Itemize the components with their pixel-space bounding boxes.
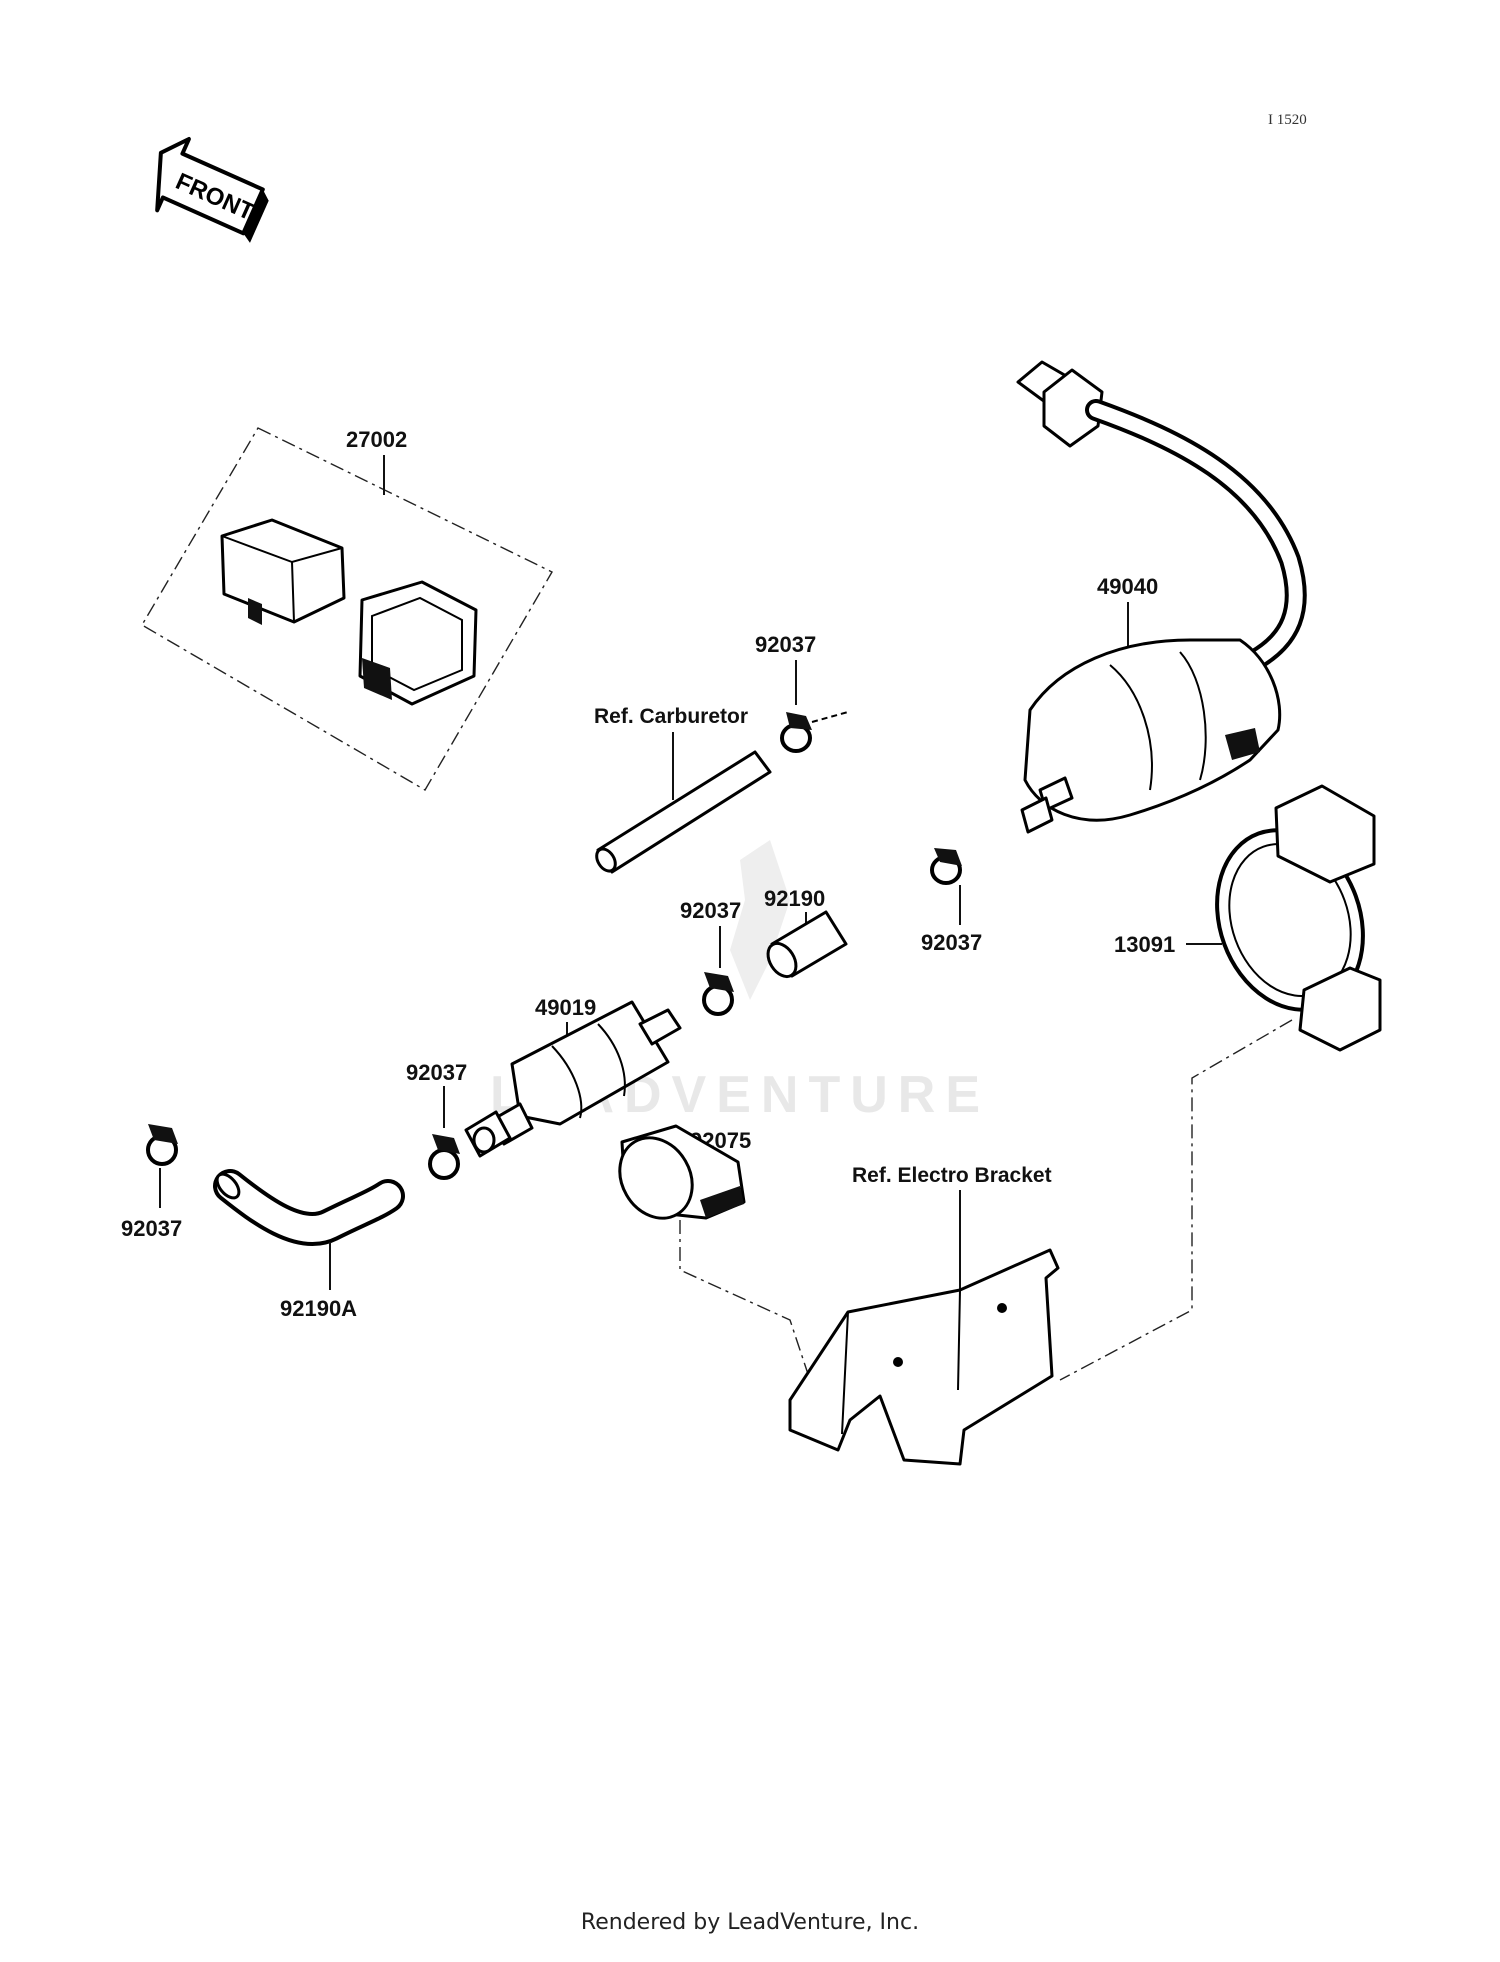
fuel-hose-92190A: 92190A [213, 1169, 405, 1321]
callout-92037-left: 92037 [121, 1216, 182, 1241]
relay-assembly-27002: 27002 [141, 427, 553, 791]
pump-bracket-13091: 13091 [1059, 784, 1382, 1381]
electro-bracket-ref: Ref. Electro Bracket [788, 1164, 1060, 1466]
fuel-filter-49019: 49019 [464, 995, 682, 1158]
front-arrow-icon: FRONT [155, 137, 269, 243]
callout-92037-right: 92037 [921, 930, 982, 955]
callout-92037-mid: 92037 [680, 898, 741, 923]
callout-92037-top: 92037 [755, 632, 816, 657]
footer-credit: Rendered by LeadVenture, Inc. [580, 1910, 920, 1935]
hose-clamp-92037-mid: 92037 [680, 898, 741, 1016]
filter-damper-92075: 92075 [618, 1124, 811, 1381]
hose-clamp-92037-top: 92037 [755, 632, 849, 753]
fuel-hose-92190: 92190 [764, 886, 848, 979]
fuel-pump-49040: 49040 [1016, 360, 1307, 834]
ref-electro-bracket-label: Ref. Electro Bracket [852, 1164, 1052, 1187]
callout-49019: 49019 [535, 995, 596, 1020]
diagram-id: I 1520 [1268, 112, 1307, 128]
hose-clamp-92037-right: 92037 [921, 848, 982, 955]
callout-92190: 92190 [764, 886, 825, 911]
hose-clamp-92037-left: 92037 [121, 1124, 182, 1241]
callout-92037-filter: 92037 [406, 1060, 467, 1085]
callout-27002: 27002 [346, 427, 407, 452]
carburetor-fuel-line: Ref. Carburetor [594, 705, 772, 874]
hose-clamp-92037-filter: 92037 [406, 1060, 467, 1180]
callout-49040: 49040 [1097, 574, 1158, 599]
ref-carburetor-label: Ref. Carburetor [594, 705, 748, 728]
callout-92190A: 92190A [280, 1296, 357, 1321]
callout-13091: 13091 [1114, 932, 1175, 957]
